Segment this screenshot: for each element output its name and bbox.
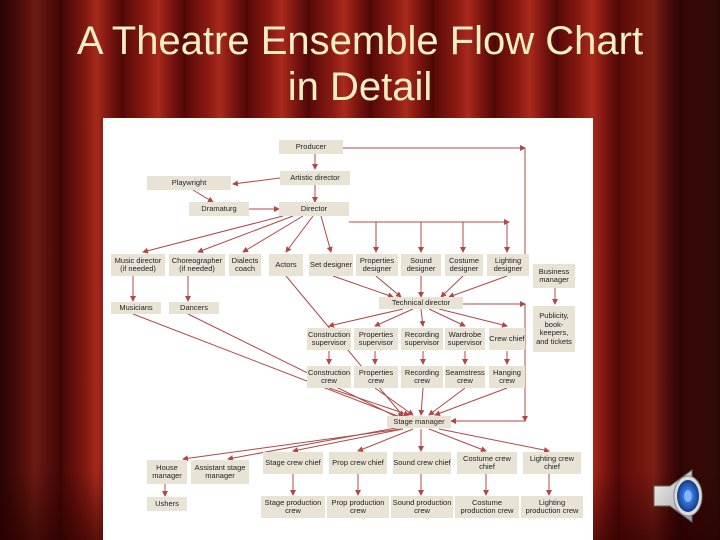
node-lighting-designer: Lighting designer — [487, 254, 529, 276]
node-musicians: Musicians — [111, 302, 161, 314]
node-sound-designer: Sound designer — [401, 254, 441, 276]
node-lighting-production-crew: Lighting production crew — [521, 496, 583, 518]
node-producer: Producer — [279, 140, 343, 154]
slide-title-line-2: in Detail — [287, 65, 433, 109]
node-hanging-crew: Hanging crew — [489, 366, 525, 388]
node-properties-designer: Properties designer — [356, 254, 398, 276]
node-choreographer: Choreographer (if needed) — [169, 254, 225, 276]
node-house-manager: House manager — [147, 460, 187, 484]
node-playwright: Playwright — [147, 176, 231, 190]
node-assistant-stage-manager: Assistant stage manager — [191, 460, 249, 484]
node-properties-supervisor: Properties supervisor — [354, 328, 398, 350]
slide-title: A Theatre Ensemble Flow Chart in Detail — [0, 18, 720, 110]
node-publicity: Publicity, book-keepers, and tickets — [533, 306, 575, 352]
node-dramaturg: Dramaturg — [189, 202, 249, 216]
node-stage-crew-chief: Stage crew chief — [263, 452, 323, 474]
node-actors: Actors — [269, 254, 303, 276]
node-technical-director: Technical director — [379, 297, 463, 309]
node-lighting-crew-chief: Lighting crew chief — [523, 452, 581, 474]
node-sound-crew-chief: Sound crew chief — [393, 452, 451, 474]
node-ushers: Ushers — [147, 497, 187, 511]
flow-chart: Producer Artistic director Playwright Dr… — [103, 118, 593, 540]
node-construction-crew: Construction crew — [307, 366, 351, 388]
node-construction-supervisor: Construction supervisor — [307, 328, 351, 350]
node-costume-designer: Costume designer — [445, 254, 483, 276]
node-business-manager: Business manager — [533, 264, 575, 288]
node-costume-crew-chief: Costume crew chief — [457, 452, 517, 474]
node-wardrobe-supervisor: Wardrobe supervisor — [445, 328, 485, 350]
slide-title-line-1: A Theatre Ensemble Flow Chart — [76, 19, 644, 63]
node-prop-production-crew: Prop production crew — [327, 496, 389, 518]
node-stage-production-crew: Stage production crew — [261, 496, 325, 518]
node-crew-chief: Crew chief — [489, 328, 525, 350]
node-music-director: Music director (if needed) — [111, 254, 165, 276]
node-dialects-coach: Dialects coach — [229, 254, 261, 276]
node-prop-crew-chief: Prop crew chief — [329, 452, 387, 474]
node-set-designer: Set designer — [309, 254, 353, 276]
node-director: Director — [279, 202, 349, 216]
node-properties-crew: Properties crew — [354, 366, 398, 388]
node-costume-production-crew: Costume production crew — [455, 496, 519, 518]
flow-connectors — [130, 145, 558, 497]
node-recording-crew: Recording crew — [401, 366, 443, 388]
audio-speaker-icon[interactable] — [648, 464, 712, 528]
node-dancers: Dancers — [169, 302, 219, 314]
node-stage-manager: Stage manager — [387, 416, 451, 428]
node-seamstress-crew: Seamstress crew — [445, 366, 485, 388]
node-sound-production-crew: Sound production crew — [391, 496, 453, 518]
node-artistic-director: Artistic director — [280, 171, 350, 185]
node-recording-supervisor: Recording supervisor — [401, 328, 443, 350]
